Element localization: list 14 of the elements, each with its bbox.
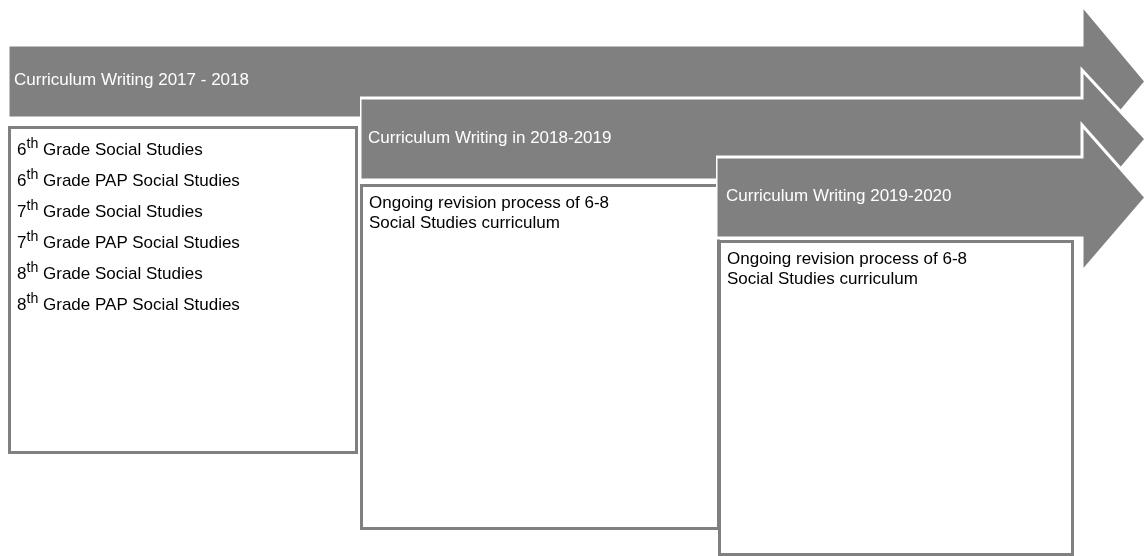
course-item: Ongoing revision process of 6-8 Social Studies curriculum [727, 249, 969, 290]
course-item: 8$^{th}$ Grade Social Studies [17, 259, 204, 285]
content-box [718, 240, 1074, 556]
course-item: 7$^{th}$ Grade PAP Social Studies [17, 228, 241, 254]
course-item: 8$^{th}$ Grade PAP Social Studies [17, 290, 241, 316]
course-item: 6$^{th}$ Grade Social Studies [17, 135, 204, 161]
course-item: Ongoing revision process of 6-8 Social Studies curriculum [369, 193, 611, 234]
phase-heading: Curriculum Writing 2017 - 2018 [14, 70, 249, 90]
phase-heading: Curriculum Writing in 2018-2019 [368, 128, 612, 148]
content-box [8, 126, 358, 454]
phase-heading: Curriculum Writing 2019-2020 [726, 186, 952, 206]
course-item: 6$^{th}$ Grade PAP Social Studies [17, 166, 241, 192]
content-box [360, 184, 720, 530]
course-item: 7$^{th}$ Grade Social Studies [17, 197, 204, 223]
